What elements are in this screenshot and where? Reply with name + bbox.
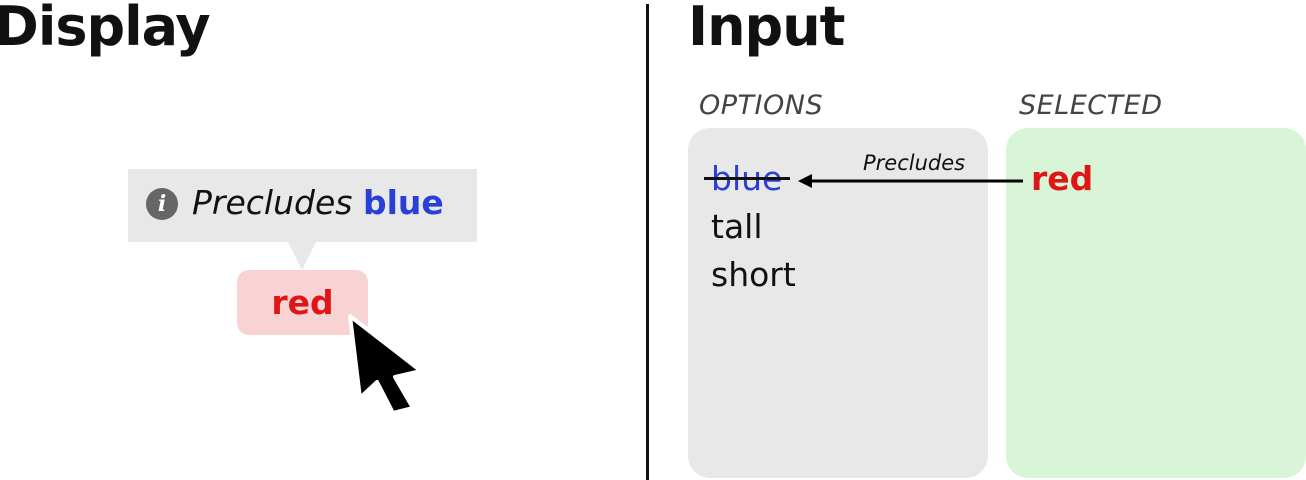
- tooltip-verb: Precludes: [192, 183, 353, 222]
- option-item-tall[interactable]: tall: [711, 207, 763, 246]
- selected-item-red[interactable]: red: [1031, 159, 1094, 198]
- tooltip-target: blue: [362, 183, 444, 222]
- tooltip: [128, 169, 477, 242]
- option-item-short[interactable]: short: [711, 255, 796, 294]
- info-icon: i: [146, 188, 178, 220]
- input-heading: Input: [688, 0, 845, 58]
- options-label: OPTIONS: [699, 90, 824, 121]
- tooltip-text: Precludes blue: [192, 180, 444, 226]
- selected-label: SELECTED: [1019, 90, 1163, 121]
- strikethrough-line: [704, 177, 790, 180]
- options-list: [688, 128, 988, 478]
- arrow-label: Precludes: [863, 151, 966, 175]
- divider: [646, 4, 649, 480]
- selected-list: [1006, 128, 1306, 478]
- display-heading: Display: [0, 0, 211, 58]
- tooltip-tail: [288, 242, 316, 270]
- red-chip[interactable]: red: [237, 270, 368, 335]
